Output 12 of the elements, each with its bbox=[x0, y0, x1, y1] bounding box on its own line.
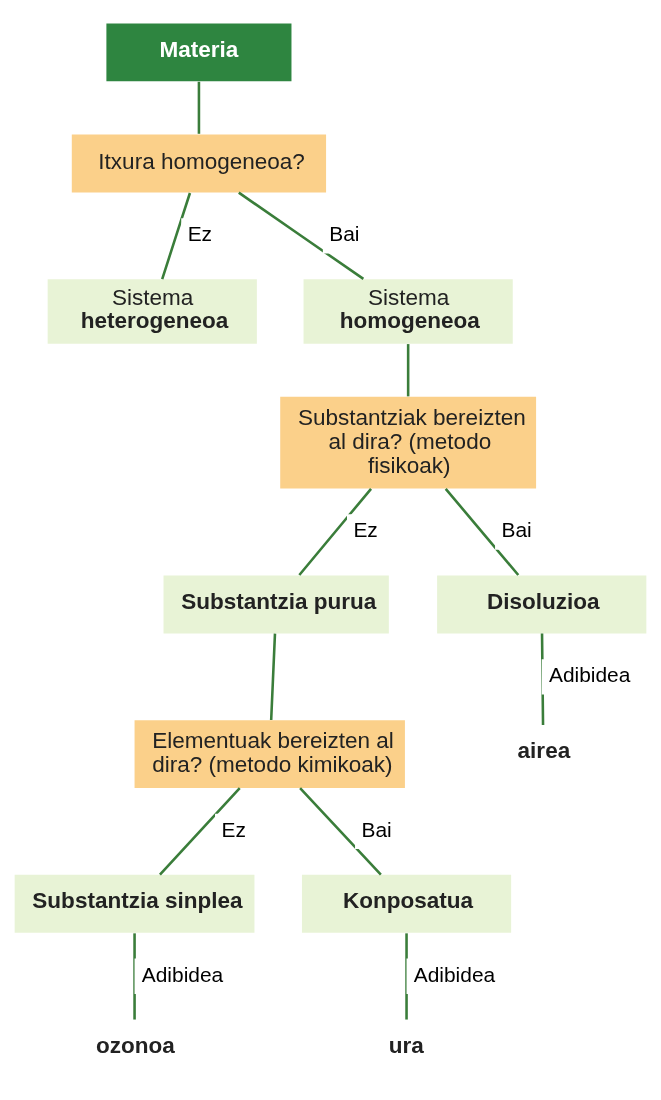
node-text: airea bbox=[517, 737, 571, 763]
edge-label: Bai bbox=[329, 221, 360, 245]
edge-label: Adibidea bbox=[413, 962, 496, 986]
node-text: ura bbox=[388, 1032, 424, 1058]
node-text: ozonoa bbox=[95, 1032, 175, 1058]
edge-label: Adibidea bbox=[141, 962, 224, 986]
edge-label: Ez bbox=[221, 817, 246, 841]
edge-label: Bai bbox=[361, 817, 392, 841]
edge-label: Bai bbox=[501, 517, 532, 541]
edge-label: Ez bbox=[353, 517, 378, 541]
edge-label: Adibidea bbox=[548, 662, 631, 686]
edge-label: Ez bbox=[187, 221, 213, 245]
